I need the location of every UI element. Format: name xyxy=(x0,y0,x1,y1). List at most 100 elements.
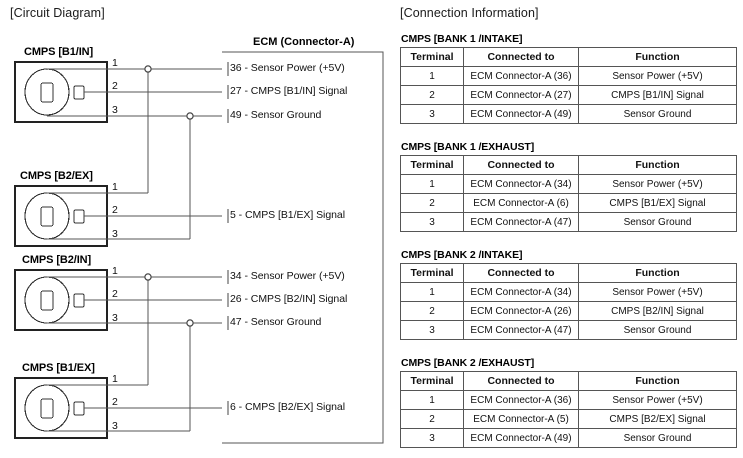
cell-function: CMPS [B2/IN] Signal xyxy=(578,301,737,321)
sensor-core-2 xyxy=(40,206,54,227)
table-bank1-exhaust: Terminal Connected to Function 1 ECM Con… xyxy=(400,155,737,232)
sensor-terminal-4 xyxy=(73,401,85,416)
cell-terminal: 2 xyxy=(400,85,464,105)
table-row: 2 ECM Connector-A (27) CMPS [B1/IN] Sign… xyxy=(400,85,737,105)
connection-table-bank1-exhaust: CMPS [BANK 1 /EXHAUST] Terminal Connecte… xyxy=(400,141,737,232)
cell-terminal: 2 xyxy=(400,193,464,213)
sensor-core-4 xyxy=(40,398,54,419)
pin-number-3-3: 3 xyxy=(112,312,118,324)
cell-function: CMPS [B1/EX] Signal xyxy=(578,193,737,213)
sensor-terminal-2 xyxy=(73,209,85,224)
pin-number-1-1: 1 xyxy=(112,57,118,69)
sensor-core-1 xyxy=(40,82,54,103)
column-header-terminal: Terminal xyxy=(400,155,464,175)
ecm-pin-text-36: - Sensor Power (+5V) xyxy=(244,62,345,74)
table-row: 1 ECM Connector-A (34) Sensor Power (+5V… xyxy=(400,174,737,194)
junction-node-ground-2 xyxy=(186,319,194,327)
column-header-connected-to: Connected to xyxy=(463,47,579,67)
junction-node-power-2 xyxy=(144,273,152,281)
ecm-pin-text-6: - CMPS [B2/EX] Signal xyxy=(238,401,345,413)
column-header-terminal: Terminal xyxy=(400,47,464,67)
column-header-connected-to: Connected to xyxy=(463,263,579,283)
junction-node-power-1 xyxy=(144,65,152,73)
pin-number-3-2: 2 xyxy=(112,288,118,300)
cell-terminal: 3 xyxy=(400,212,464,232)
cell-connected-to: ECM Connector-A (36) xyxy=(463,390,579,410)
circuit-diagram: ECM (Connector-A) CMPS [B1/IN] CMPS [B2/… xyxy=(14,36,384,444)
cell-connected-to: ECM Connector-A (27) xyxy=(463,85,579,105)
table-header-row: Terminal Connected to Function xyxy=(400,155,737,175)
circuit-diagram-heading: [Circuit Diagram] xyxy=(10,6,105,20)
ecm-pin-text-34: - Sensor Power (+5V) xyxy=(244,270,345,282)
ecm-pin-number-6: 6 xyxy=(230,401,236,413)
pin-number-2-3: 3 xyxy=(112,228,118,240)
table-header-row: Terminal Connected to Function xyxy=(400,263,737,283)
sensor-label-b2-in: CMPS [B2/IN] xyxy=(22,254,92,266)
column-header-function: Function xyxy=(578,263,737,283)
cell-function: Sensor Ground xyxy=(578,212,737,232)
cell-function: CMPS [B2/EX] Signal xyxy=(578,409,737,429)
column-header-connected-to: Connected to xyxy=(463,155,579,175)
ecm-pin-text-5: - CMPS [B1/EX] Signal xyxy=(238,209,345,221)
connection-table-bank2-intake: CMPS [BANK 2 /INTAKE] Terminal Connected… xyxy=(400,249,737,340)
column-header-function: Function xyxy=(578,155,737,175)
ecm-pin-text-26: - CMPS [B2/IN] Signal xyxy=(244,293,348,305)
ecm-pin-27: 27 - CMPS [B1/IN] Signal xyxy=(230,85,347,97)
ecm-pin-number-47: 47 xyxy=(230,316,242,328)
pin-number-1-2: 2 xyxy=(112,80,118,92)
cell-terminal: 2 xyxy=(400,301,464,321)
connection-information-heading: [Connection Information] xyxy=(400,6,539,20)
cell-function: Sensor Power (+5V) xyxy=(578,282,737,302)
table-row: 2 ECM Connector-A (26) CMPS [B2/IN] Sign… xyxy=(400,301,737,321)
ecm-box xyxy=(222,51,384,444)
cell-terminal: 3 xyxy=(400,320,464,340)
table-caption-bank1-exhaust: CMPS [BANK 1 /EXHAUST] xyxy=(401,141,535,153)
cell-terminal: 3 xyxy=(400,104,464,124)
cell-function: Sensor Power (+5V) xyxy=(578,390,737,410)
cell-connected-to: ECM Connector-A (34) xyxy=(463,282,579,302)
ecm-pin-number-26: 26 xyxy=(230,293,242,305)
table-row: 2 ECM Connector-A (6) CMPS [B1/EX] Signa… xyxy=(400,193,737,213)
cell-connected-to: ECM Connector-A (49) xyxy=(463,428,579,448)
ecm-pin-number-27: 27 xyxy=(230,85,242,97)
cell-function: Sensor Ground xyxy=(578,104,737,124)
table-row: 3 ECM Connector-A (49) Sensor Ground xyxy=(400,428,737,448)
cell-connected-to: ECM Connector-A (47) xyxy=(463,320,579,340)
cell-terminal: 1 xyxy=(400,66,464,86)
ecm-pin-5: 5 - CMPS [B1/EX] Signal xyxy=(230,209,345,221)
cell-terminal: 1 xyxy=(400,282,464,302)
cell-connected-to: ECM Connector-A (5) xyxy=(463,409,579,429)
cell-terminal: 2 xyxy=(400,409,464,429)
cell-connected-to: ECM Connector-A (26) xyxy=(463,301,579,321)
table-caption-bank1-intake: CMPS [BANK 1 /INTAKE] xyxy=(401,33,523,45)
cell-connected-to: ECM Connector-A (47) xyxy=(463,212,579,232)
ecm-pin-text-49: - Sensor Ground xyxy=(244,109,322,121)
ecm-pin-text-27: - CMPS [B1/IN] Signal xyxy=(244,85,348,97)
sensor-int-top-1 xyxy=(46,68,107,70)
table-row: 2 ECM Connector-A (5) CMPS [B2/EX] Signa… xyxy=(400,409,737,429)
ecm-pin-text-47: - Sensor Ground xyxy=(244,316,322,328)
ecm-pin-47: 47 - Sensor Ground xyxy=(230,316,321,328)
cell-connected-to: ECM Connector-A (49) xyxy=(463,104,579,124)
cell-terminal: 1 xyxy=(400,390,464,410)
sensor-label-b1-in: CMPS [B1/IN] xyxy=(24,46,94,58)
sensor-terminal-3 xyxy=(73,293,85,308)
sensor-terminal-1 xyxy=(73,85,85,100)
pin-number-3-1: 1 xyxy=(112,265,118,277)
sensor-int-bottom-1 xyxy=(46,115,107,117)
ecm-pin-36: 36 - Sensor Power (+5V) xyxy=(230,62,345,74)
column-header-terminal: Terminal xyxy=(400,263,464,283)
column-header-function: Function xyxy=(578,371,737,391)
circuit-schematic-graphics xyxy=(14,51,384,444)
cell-function: CMPS [B1/IN] Signal xyxy=(578,85,737,105)
table-row: 3 ECM Connector-A (47) Sensor Ground xyxy=(400,320,737,340)
cell-terminal: 3 xyxy=(400,428,464,448)
sensor-label-b2-ex: CMPS [B2/EX] xyxy=(20,170,93,182)
cell-function: Sensor Ground xyxy=(578,428,737,448)
table-caption-bank2-intake: CMPS [BANK 2 /INTAKE] xyxy=(401,249,523,261)
cell-function: Sensor Power (+5V) xyxy=(578,174,737,194)
cell-terminal: 1 xyxy=(400,174,464,194)
table-bank2-intake: Terminal Connected to Function 1 ECM Con… xyxy=(400,263,737,340)
cell-connected-to: ECM Connector-A (34) xyxy=(463,174,579,194)
